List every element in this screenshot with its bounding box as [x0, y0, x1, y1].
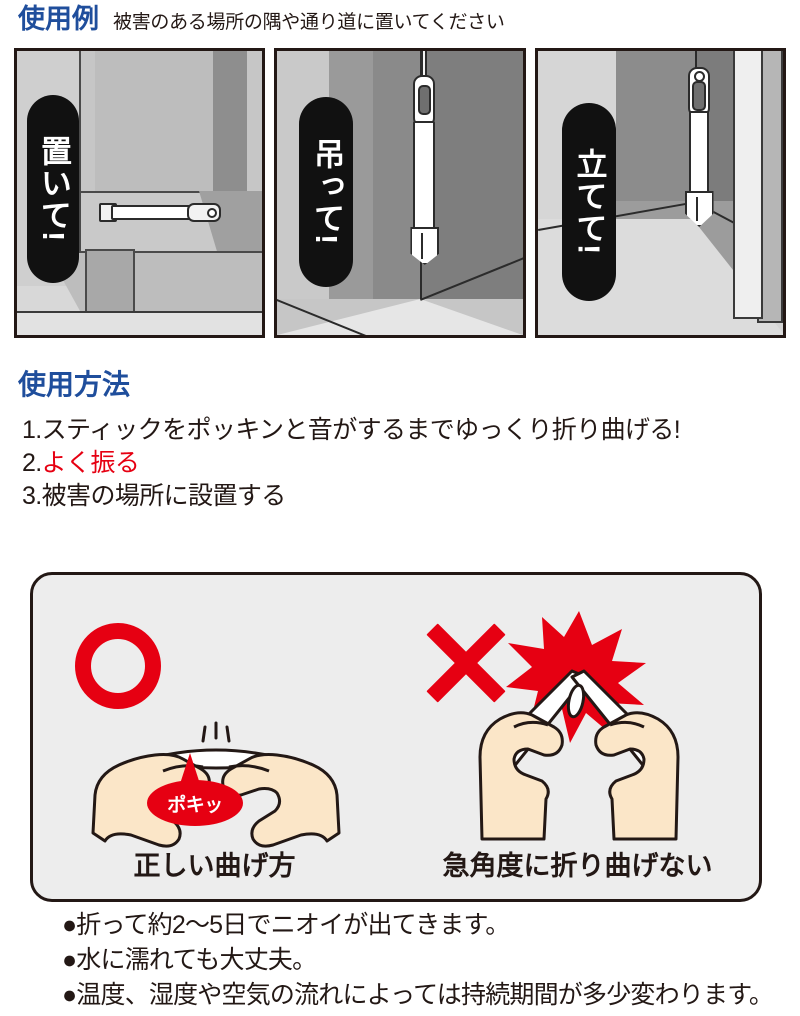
- usage-step-3-number: 3.: [22, 482, 42, 510]
- usage-step-2-text: よく振る: [41, 449, 140, 477]
- example-panel-stand: 立てて!: [534, 48, 786, 338]
- door-frame: [732, 51, 763, 319]
- stick-tip: [410, 227, 440, 265]
- hang-wall-right: [421, 51, 523, 299]
- panel-label-hang-text: 吊って!: [309, 138, 345, 246]
- stand-wall-left: [615, 51, 696, 201]
- repellent-stick-horizontal: [99, 203, 221, 222]
- product-note-3: ●温度、湿度や空気の流れによっては持続期間が多少変わります。: [62, 981, 774, 1009]
- usage-step-2-number: 2.: [22, 449, 42, 477]
- usage-step-3-text: 被害の場所に設置する: [41, 482, 287, 510]
- product-notes: ●折って約2〜5日でニオイが出てきます。 ●水に濡れても大丈夫。 ●温度、湿度や…: [62, 908, 800, 1013]
- sound-bubble-pokii: ポキッ: [147, 780, 243, 826]
- sharp-bend-illustration: [478, 611, 680, 841]
- bend-guide-correct: ポキッ 正しい曲げ方: [33, 575, 396, 899]
- usage-method-title: 使用方法: [18, 369, 131, 400]
- usage-examples-title: 使用例: [18, 4, 99, 34]
- panel-label-stand: 立てて!: [561, 103, 616, 301]
- usage-examples-header: 使用例 被害のある場所の隅や通り道に置いてください: [18, 6, 788, 40]
- bend-guide-incorrect: 急角度に折り曲げない: [396, 575, 759, 899]
- cabinet-shadow-column: [213, 51, 247, 207]
- bend-guide-correct-caption: 正しい曲げ方: [133, 851, 296, 881]
- example-panel-place: 置いて!: [14, 48, 266, 338]
- usage-step-1-number: 1.: [22, 416, 42, 444]
- usage-method-steps: 1.スティックをポッキンと音がするまでゆっくり折り曲げる! 2.よく振る 3.被…: [22, 414, 797, 513]
- repellent-stick-standing: [684, 67, 714, 227]
- sound-bubble-tail: [179, 753, 201, 787]
- stick-tip: [684, 191, 714, 227]
- usage-example-panels: 置いて! 吊って!: [14, 48, 786, 338]
- product-note-2: ●水に濡れても大丈夫。: [62, 946, 317, 974]
- bend-guide-box: ポキッ 正しい曲げ方 急角度に折り曲げない: [30, 572, 762, 902]
- bend-guide-incorrect-caption: 急角度に折り曲げない: [442, 851, 713, 881]
- example-panel-hang: 吊って!: [274, 48, 526, 338]
- usage-step-2: 2.よく振る: [22, 447, 797, 480]
- usage-step-1-text: スティックをポッキンと音がするまでゆっくり折り曲げる!: [41, 416, 681, 444]
- sound-bubble-text: ポキッ: [167, 794, 223, 816]
- floor-strip: [17, 311, 263, 335]
- usage-examples-subtitle: 被害のある場所の隅や通り道に置いてください: [113, 12, 505, 33]
- panel-label-stand-text: 立てて!: [571, 148, 607, 256]
- usage-step-1: 1.スティックをポッキンと音がするまでゆっくり折り曲げる!: [22, 414, 797, 447]
- repellent-stick-hanging: [409, 51, 440, 266]
- panel-label-place-text: 置いて!: [35, 135, 71, 243]
- product-note-1: ●折って約2〜5日でニオイが出てきます。: [62, 911, 510, 939]
- panel-label-hang: 吊って!: [299, 97, 354, 287]
- panel-label-place: 置いて!: [27, 95, 79, 283]
- usage-step-3: 3.被害の場所に設置する: [22, 480, 797, 513]
